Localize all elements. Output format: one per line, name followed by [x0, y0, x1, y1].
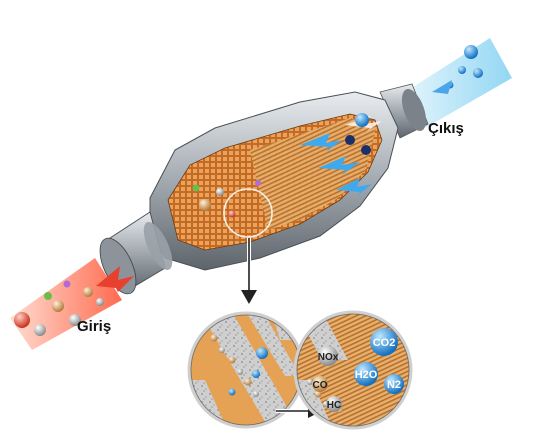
- label-nox: NOx: [318, 352, 339, 363]
- outlet-label: Çıkış: [428, 120, 464, 137]
- inlet-gas-stream: [10, 258, 134, 350]
- detail-circle-reaction-products: CO2 H2O N2 NOx CO HC: [293, 310, 413, 430]
- converter-body: [149, 91, 399, 271]
- label-co2: CO2: [373, 337, 396, 349]
- molecule-nox: NOx: [318, 346, 339, 366]
- molecule-hc: HC: [326, 396, 342, 412]
- molecule-co: CO: [312, 376, 328, 392]
- molecule-h2o: H2O: [354, 362, 378, 386]
- label-n2: N2: [387, 379, 401, 391]
- label-h2o: H2O: [355, 369, 378, 381]
- molecule-n2: N2: [384, 374, 404, 394]
- detail-circle-catalyst-surface: [187, 311, 305, 429]
- molecule-co2: CO2: [370, 328, 398, 356]
- label-hc: HC: [327, 400, 341, 411]
- inlet-label: Giriş: [77, 318, 112, 335]
- outlet-gas-stream: [405, 38, 512, 128]
- down-arrow-icon: [241, 238, 257, 304]
- label-co: CO: [313, 380, 328, 391]
